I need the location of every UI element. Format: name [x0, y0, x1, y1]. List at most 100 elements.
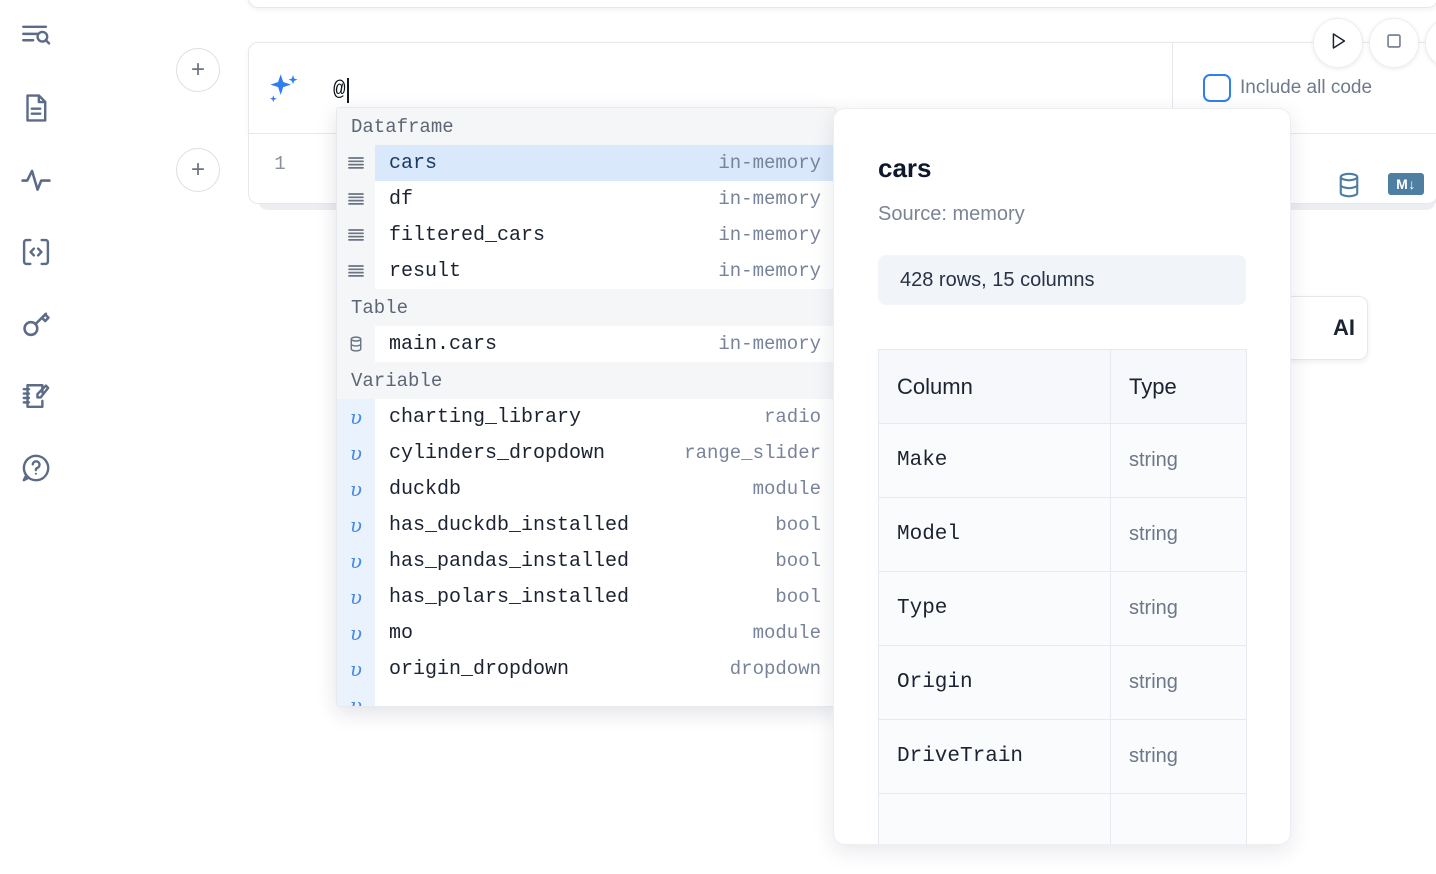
autocomplete-item[interactable]: υ: [337, 687, 835, 706]
preview-schema-table: Column Type Make string Model string Typ…: [878, 349, 1247, 844]
markdown-badge[interactable]: M↓: [1388, 173, 1424, 195]
autocomplete-item[interactable]: df in-memory: [337, 181, 835, 217]
autocomplete-item-name: has_duckdb_installed: [389, 513, 630, 537]
line-number: 1: [274, 153, 286, 175]
variable-icon: υ: [337, 507, 375, 543]
sidebar-item-outline[interactable]: [12, 12, 60, 60]
autocomplete-item-name: cylinders_dropdown: [389, 441, 606, 465]
autocomplete-item[interactable]: υ has_pandas_installed bool: [337, 543, 835, 579]
table-header-row: Column Type: [878, 349, 1247, 424]
include-all-code-checkbox[interactable]: [1203, 74, 1231, 102]
sidebar-item-file[interactable]: [12, 84, 60, 132]
autocomplete-item[interactable]: υ has_polars_installed bool: [337, 579, 835, 615]
cell-type: [1110, 793, 1247, 844]
autocomplete-item[interactable]: result in-memory: [337, 253, 835, 289]
autocomplete-item-type: module: [752, 622, 821, 644]
cell-type: string: [1110, 423, 1247, 498]
dataframe-icon: [337, 253, 375, 289]
autocomplete-item-name: result: [389, 259, 462, 283]
table-row: Make string: [878, 423, 1247, 498]
dataframe-icon: [337, 145, 375, 181]
preview-title: cars: [878, 153, 932, 183]
autocomplete-item-type: module: [752, 478, 821, 500]
plus-icon: +: [190, 156, 205, 183]
ai-prompt-value: @: [333, 78, 346, 102]
key-icon: [19, 307, 53, 341]
autocomplete-item[interactable]: υ mo module: [337, 615, 835, 651]
file-icon: [19, 91, 53, 125]
previous-cell-stub: [248, 0, 1436, 8]
stop-square-icon: [1383, 30, 1405, 57]
autocomplete-item-type: in-memory: [718, 260, 821, 282]
preview-source: Source: memory: [878, 203, 1025, 225]
sidebar-item-activity[interactable]: [12, 156, 60, 204]
variable-icon: υ: [337, 399, 375, 435]
add-cell-button-top[interactable]: +: [176, 48, 220, 92]
cell-column: Origin: [878, 645, 1111, 720]
variable-icon: υ: [337, 543, 375, 579]
autocomplete-dropdown[interactable]: Dataframe cars in-memory df in-memory: [336, 107, 836, 707]
stop-button[interactable]: [1369, 18, 1419, 68]
autocomplete-item-name: duckdb: [389, 477, 462, 501]
autocomplete-item-name: has_polars_installed: [389, 585, 630, 609]
variable-icon: υ: [337, 687, 375, 706]
autocomplete-item-name: origin_dropdown: [389, 657, 570, 681]
autocomplete-item[interactable]: υ cylinders_dropdown range_slider: [337, 435, 835, 471]
autocomplete-item-type: range_slider: [684, 442, 821, 464]
autocomplete-item[interactable]: filtered_cars in-memory: [337, 217, 835, 253]
autocomplete-item[interactable]: main.cars in-memory: [337, 326, 835, 362]
dataframe-preview-panel: cars Source: memory 428 rows, 15 columns…: [833, 108, 1291, 845]
autocomplete-item-name: filtered_cars: [389, 223, 546, 247]
sidebar-item-scratchpad[interactable]: [12, 372, 60, 420]
autocomplete-group-header: Variable: [337, 362, 835, 399]
activity-icon: [19, 163, 53, 197]
table-row: DriveTrain string: [878, 719, 1247, 794]
autocomplete-item-type: in-memory: [718, 188, 821, 210]
cell-type: string: [1110, 571, 1247, 646]
help-icon: [19, 451, 53, 485]
variable-icon: υ: [337, 615, 375, 651]
table-row: Origin string: [878, 645, 1247, 720]
database-icon[interactable]: [1334, 170, 1364, 205]
explore-outline-icon: [19, 19, 53, 53]
variable-icon: υ: [337, 435, 375, 471]
sidebar-rail: [0, 0, 72, 874]
dataframe-icon: [337, 217, 375, 253]
autocomplete-item-type: dropdown: [729, 658, 821, 680]
cell-type: string: [1110, 497, 1247, 572]
table-icon: [337, 326, 375, 362]
autocomplete-item[interactable]: cars in-memory: [337, 145, 835, 181]
cell-type: string: [1110, 719, 1247, 794]
autocomplete-item[interactable]: υ has_duckdb_installed bool: [337, 507, 835, 543]
ai-prompt-input[interactable]: @: [333, 72, 349, 108]
cell-type: string: [1110, 645, 1247, 720]
autocomplete-item-type: in-memory: [718, 152, 821, 174]
include-all-code-label: Include all code: [1240, 77, 1373, 98]
autocomplete-item-name: charting_library: [389, 405, 582, 429]
autocomplete-item-name: has_pandas_installed: [389, 549, 630, 573]
autocomplete-item[interactable]: υ origin_dropdown dropdown: [337, 651, 835, 687]
ai-bar-divider: [1172, 42, 1173, 134]
cell-column: Type: [878, 571, 1111, 646]
autocomplete-item-type: in-memory: [718, 333, 821, 355]
preview-shape: 428 rows, 15 columns: [878, 255, 1246, 305]
add-cell-button-bottom[interactable]: +: [176, 148, 220, 192]
play-icon: [1327, 30, 1349, 57]
plus-icon: +: [190, 56, 205, 83]
code-snippet-icon: [19, 235, 53, 269]
autocomplete-item[interactable]: υ duckdb module: [337, 471, 835, 507]
sidebar-item-snippets[interactable]: [12, 228, 60, 276]
autocomplete-item-type: bool: [775, 514, 821, 536]
autocomplete-item-name: mo: [389, 621, 414, 645]
cell-column: Model: [878, 497, 1111, 572]
autocomplete-item[interactable]: υ charting_library radio: [337, 399, 835, 435]
ai-chip[interactable]: AI: [1276, 296, 1368, 360]
sidebar-item-help[interactable]: [12, 444, 60, 492]
run-button[interactable]: [1313, 18, 1363, 68]
include-all-code-toggle[interactable]: Include all code: [1203, 74, 1372, 102]
variable-icon: υ: [337, 579, 375, 615]
sidebar-item-secrets[interactable]: [12, 300, 60, 348]
autocomplete-item-type: bool: [775, 586, 821, 608]
header-type: Type: [1110, 349, 1247, 424]
